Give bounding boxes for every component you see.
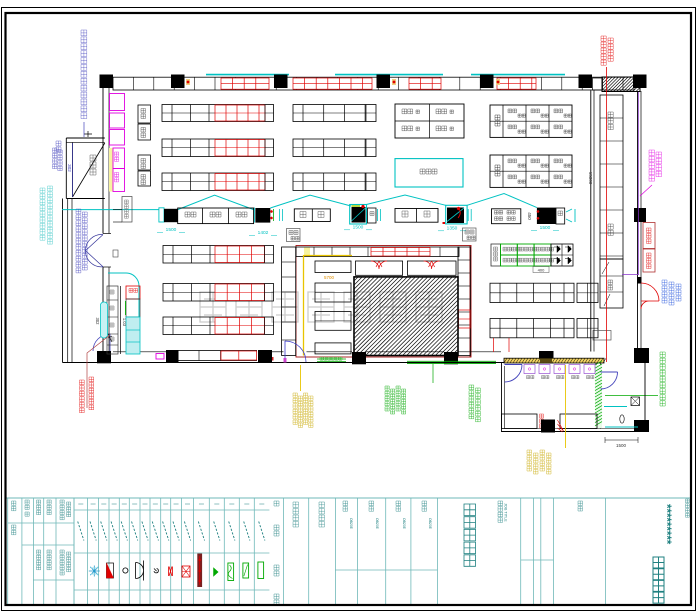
- svg-text:15300: 15300: [588, 172, 593, 185]
- svg-text:1350: 1350: [447, 225, 458, 231]
- svg-text:1500: 1500: [353, 224, 364, 230]
- svg-text:1500: 1500: [166, 227, 177, 233]
- svg-text:1402: 1402: [258, 230, 269, 236]
- svg-text:1.03: 1.03: [122, 318, 127, 327]
- svg-text:1500: 1500: [616, 443, 627, 448]
- svg-text:400: 400: [538, 267, 545, 272]
- svg-text:*********: *********: [660, 504, 672, 545]
- svg-text:OB20E: OB20E: [375, 518, 379, 530]
- svg-text:5700: 5700: [324, 275, 335, 280]
- svg-text:302: 302: [95, 318, 100, 326]
- svg-text:1500: 1500: [540, 225, 551, 231]
- svg-text:OB20E: OB20E: [349, 518, 353, 530]
- svg-text:OB20E: OB20E: [402, 518, 406, 530]
- svg-text:OB20E: OB20E: [428, 518, 432, 530]
- svg-text:302: 302: [67, 164, 72, 172]
- svg-text:450: 450: [527, 212, 532, 220]
- svg-text:JOB TITLE: JOB TITLE: [504, 503, 508, 522]
